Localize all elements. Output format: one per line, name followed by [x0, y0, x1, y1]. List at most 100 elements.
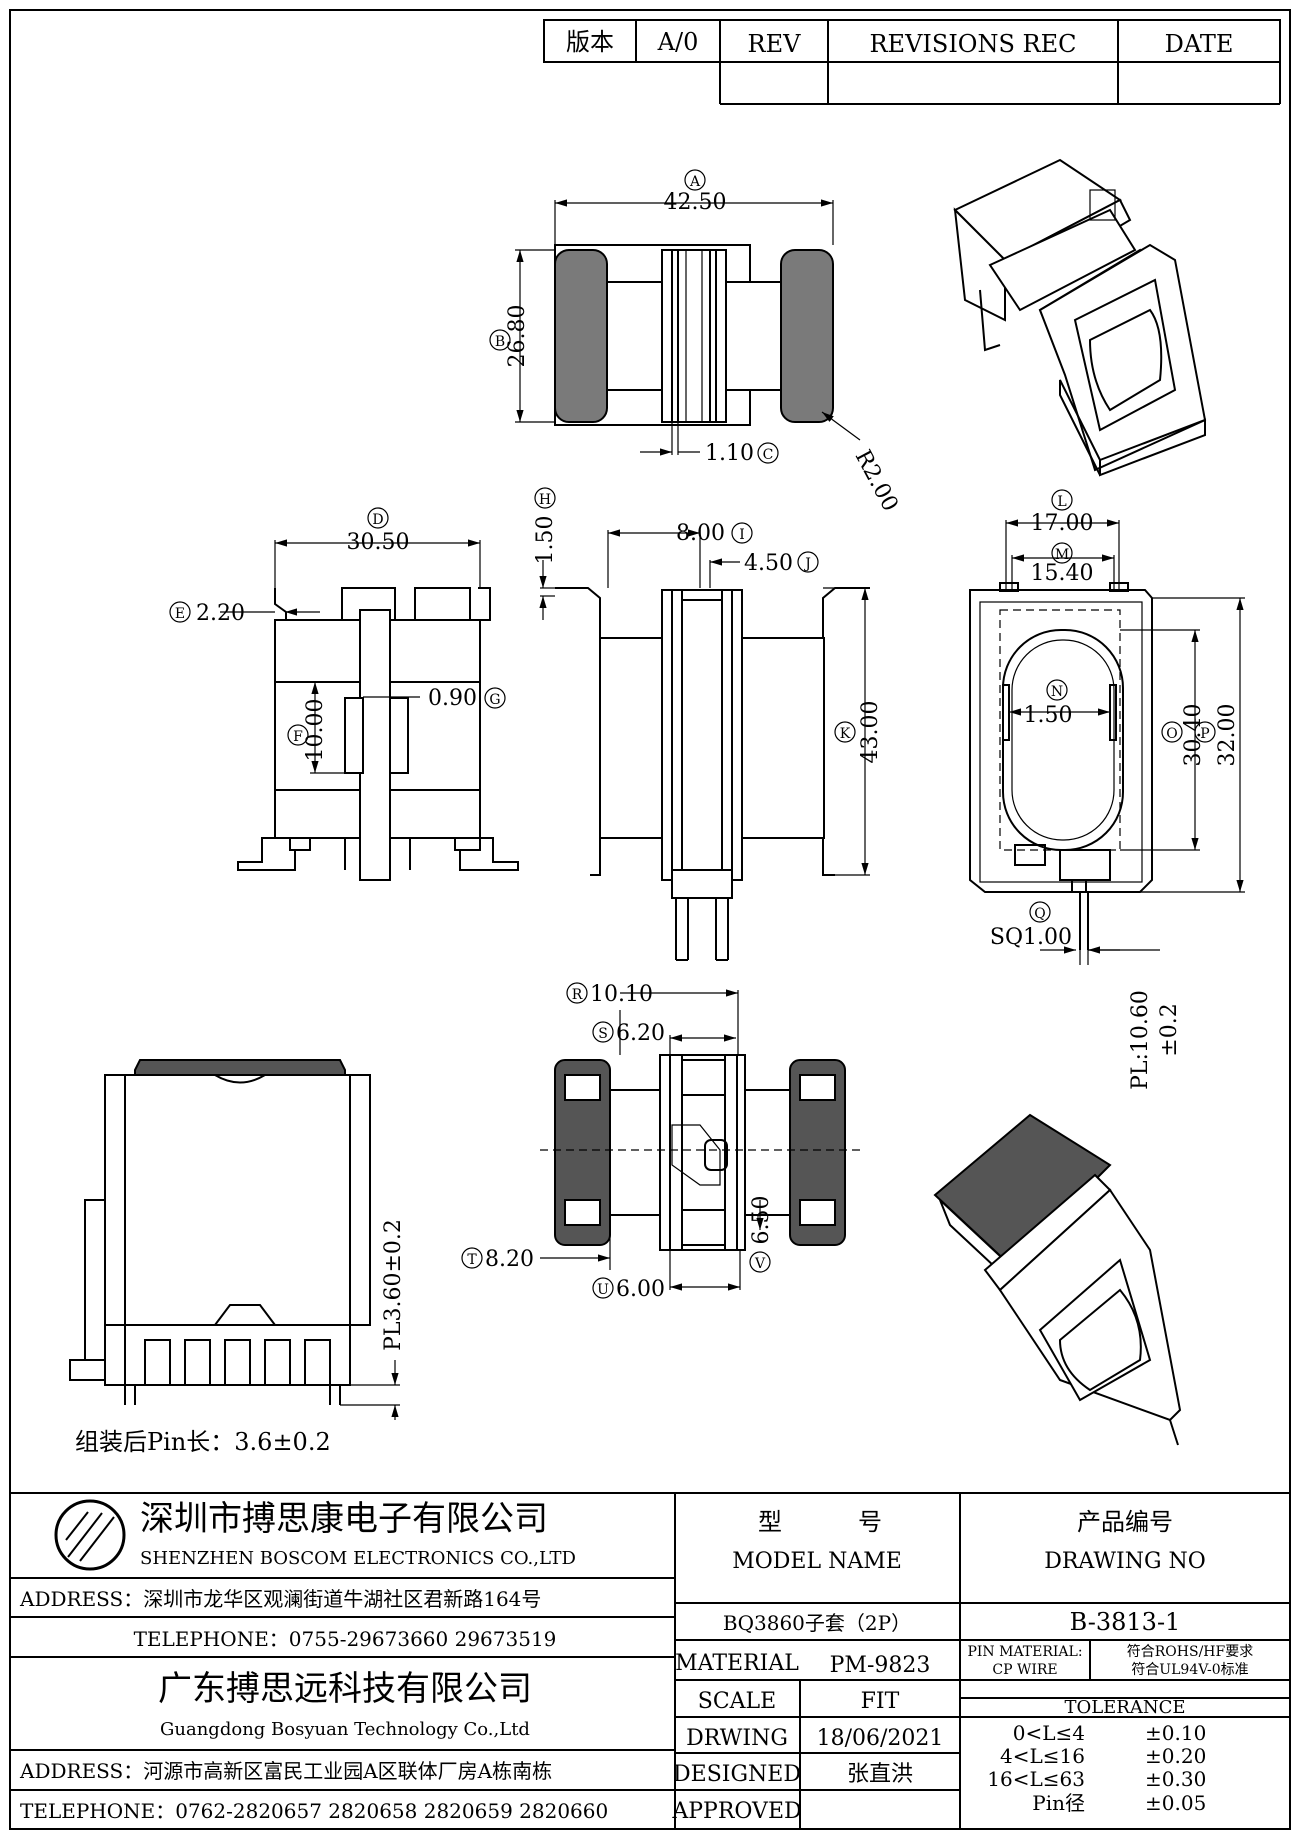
dim-i-value: 8.00	[676, 521, 725, 546]
end-view	[969, 519, 1245, 965]
dim-e-value: 2.20	[196, 601, 245, 626]
dim-c-tag: C	[763, 447, 774, 463]
dim-h-tag: H	[539, 492, 551, 508]
dim-l-tag: L	[1057, 494, 1066, 510]
iso-view-top	[953, 158, 1207, 477]
tol-value-4: ±0.05	[1145, 1791, 1206, 1815]
dim-pl2-value: PL3.60±0.2	[381, 1219, 406, 1351]
dim-k-value: 43.00	[858, 701, 883, 764]
dim-m-value: 15.40	[1031, 561, 1094, 586]
dim-o-tag: O	[1166, 726, 1177, 742]
dim-pl-tolerance: ±0.2	[1157, 1003, 1182, 1056]
dim-d-tag: D	[372, 512, 383, 528]
iso-view-bottom	[933, 1113, 1182, 1446]
drawing-label: DRAWING NO	[1044, 1549, 1206, 1574]
rohs-note: 符合ROHS/HF要求	[1127, 1644, 1253, 1660]
dim-n-value: 1.50	[1024, 703, 1073, 728]
company-name-en: SHENZHEN BOSCOM ELECTRONICS CO.,LTD	[140, 1548, 576, 1569]
dim-j-value: 4.50	[744, 551, 793, 576]
dim-l-value: 17.00	[1031, 511, 1094, 536]
bottom-view	[540, 989, 860, 1291]
dim-s-tag: S	[598, 1026, 608, 1042]
dim-f-value: 10.00	[303, 699, 328, 762]
dim-i-tag: I	[739, 527, 745, 543]
drwing-label: DRWING	[686, 1726, 788, 1751]
assembly-note: 组装后Pin长：3.6±0.2	[75, 1428, 331, 1456]
revisions-label: REVISIONS REC	[869, 30, 1076, 58]
pin-material-label: PIN MATERIAL:	[967, 1644, 1082, 1660]
model-cn-2: 号	[858, 1508, 882, 1536]
dim-n-tag: N	[1051, 684, 1063, 700]
pin-material-value: CP WIRE	[992, 1662, 1057, 1678]
company-name-cn: 深圳市搏思康电子有限公司	[140, 1499, 548, 1539]
rev-label: REV	[748, 30, 802, 58]
dim-e-tag: E	[175, 606, 185, 622]
dim-a-tag: A	[689, 174, 701, 190]
tolerance-label: TOLERANCE	[1064, 1697, 1185, 1718]
dim-v-tag: V	[754, 1256, 766, 1272]
dim-u-tag: U	[597, 1282, 609, 1298]
dim-p-tag: P	[1200, 726, 1209, 742]
company-logo	[54, 1499, 126, 1571]
model-label: MODEL NAME	[732, 1549, 902, 1574]
tol-range-1: 0<L≤4	[1013, 1721, 1085, 1745]
version-value: A/0	[657, 28, 699, 56]
dim-a-value: 42.50	[664, 190, 727, 215]
dim-v-value: 6.50	[749, 1196, 774, 1245]
dim-q-value: SQ1.00	[990, 925, 1072, 950]
company2-name-en: Guangdong Bosyuan Technology Co.,Ltd	[160, 1719, 530, 1740]
approved-label: APPROVED	[671, 1799, 801, 1824]
top-view	[515, 199, 861, 456]
drwing-value: 18/06/2021	[817, 1726, 944, 1751]
dim-d-value: 30.50	[347, 530, 410, 555]
dim-p-value: 32.00	[1215, 704, 1240, 767]
dim-t-tag: T	[467, 1252, 477, 1268]
drawing-cn: 产品编号	[1077, 1508, 1173, 1536]
tol-range-2: 4<L≤16	[1000, 1744, 1085, 1768]
tol-value-1: ±0.10	[1145, 1721, 1206, 1745]
dim-t-value: 8.20	[485, 1247, 534, 1272]
dim-j-tag: J	[803, 556, 811, 572]
revision-table: 版本 A/0 REV REVISIONS REC DATE	[543, 19, 1281, 105]
dim-o-value: 30.40	[1181, 704, 1206, 767]
dim-b-value: 26.80	[505, 305, 530, 368]
dim-m-tag: M	[1055, 547, 1069, 563]
dim-rr-value: 10.10	[590, 982, 653, 1007]
designed-value: 张直洪	[847, 1762, 913, 1787]
scale-value: FIT	[861, 1689, 900, 1714]
version-label: 版本	[566, 28, 614, 56]
material-label: MATERIAL	[675, 1651, 799, 1676]
assembly-view	[69, 1059, 400, 1420]
tol-range-3: 16<L≤63	[987, 1767, 1085, 1791]
dim-s-value: 6.20	[616, 1021, 665, 1046]
dim-h-value: 1.50	[533, 516, 558, 565]
dim-q-tag: Q	[1034, 906, 1045, 922]
title-block	[10, 1492, 1290, 1829]
company2-name-cn: 广东搏思远科技有限公司	[158, 1669, 532, 1709]
company-address: ADDRESS：深圳市龙华区观澜街道牛湖社区君新路164号	[19, 1587, 541, 1611]
dim-rr-tag: R	[572, 987, 583, 1003]
sheet-border	[9, 9, 1291, 1830]
date-label: DATE	[1165, 30, 1234, 58]
dim-b-tag: B	[495, 334, 505, 350]
dim-g-value: 0.90	[428, 686, 477, 711]
dim-pl-value: PL:10.60	[1128, 990, 1153, 1090]
tol-value-3: ±0.30	[1145, 1767, 1206, 1791]
tol-range-4: Pin径	[1032, 1791, 1085, 1815]
company-telephone: TELEPHONE：0755-29673660 29673519	[134, 1627, 557, 1651]
dim-r-value: R2.00	[850, 446, 903, 516]
ul-note: 符合UL94V-0标准	[1131, 1662, 1248, 1678]
company2-address: ADDRESS：河源市高新区富民工业园A区联体厂房A栋南栋	[19, 1759, 552, 1783]
dim-k-tag: K	[840, 726, 851, 742]
dim-g-tag: G	[489, 692, 500, 708]
designed-label: DESIGNED	[673, 1762, 801, 1787]
dim-u-value: 6.00	[616, 1277, 665, 1302]
dim-f-tag: F	[293, 729, 303, 745]
material-value: PM-9823	[830, 1653, 931, 1678]
scale-label: SCALE	[698, 1689, 776, 1714]
company2-telephone: TELEPHONE：0762-2820657 2820658 2820659 2…	[20, 1799, 608, 1823]
model-value: BQ3860子套（2P）	[723, 1611, 911, 1635]
tol-value-2: ±0.20	[1145, 1744, 1206, 1768]
